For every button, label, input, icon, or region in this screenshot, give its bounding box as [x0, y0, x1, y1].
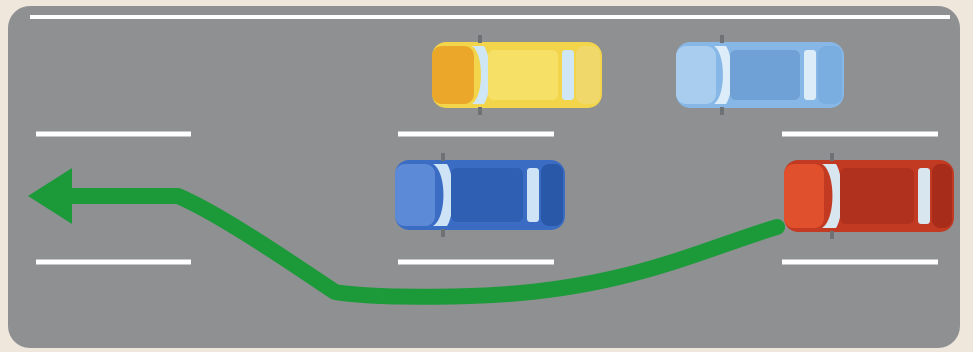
car-mirror [720, 35, 724, 43]
car-mirror [478, 35, 482, 43]
car-mirror [830, 153, 834, 161]
car-blue [395, 153, 565, 237]
car-rear-window [562, 50, 574, 100]
car-rear-window [527, 168, 539, 222]
car-hood [432, 46, 474, 104]
car-yellow [432, 35, 602, 115]
car-roof [730, 50, 800, 100]
car-trunk [541, 164, 563, 226]
car-rear-window [918, 168, 930, 224]
car-trunk [932, 164, 952, 228]
car-roof [840, 168, 914, 224]
car-hood [676, 46, 716, 104]
car-trunk [576, 46, 600, 104]
car-mirror [441, 153, 445, 161]
car-roof [488, 50, 558, 100]
car-mirror [478, 107, 482, 115]
car-light-blue [676, 35, 844, 115]
car-roof [451, 168, 523, 222]
car-trunk [818, 46, 842, 104]
car-rear-window [804, 50, 816, 100]
car-hood [395, 164, 435, 226]
car-mirror [441, 229, 445, 237]
car-mirror [720, 107, 724, 115]
car-hood [784, 164, 824, 228]
car-mirror [830, 231, 834, 239]
car-red [784, 153, 954, 239]
